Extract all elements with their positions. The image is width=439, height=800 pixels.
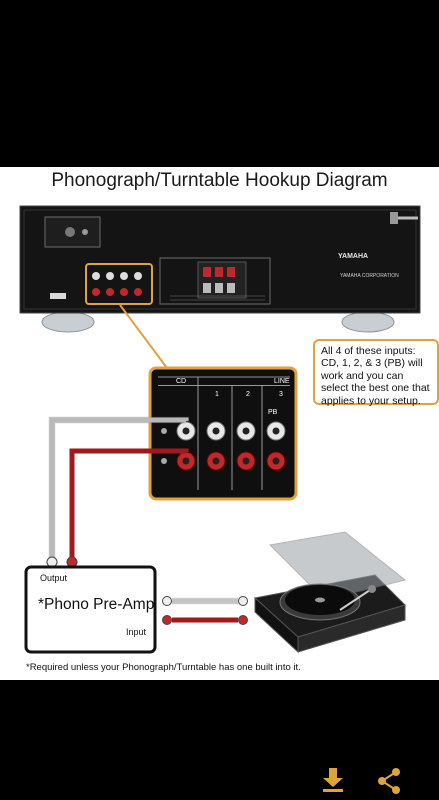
receiver-rca-jacks	[85, 263, 153, 305]
white-cable-to-preamp	[49, 417, 189, 560]
preamp-name-label: *Phono Pre-Amp	[38, 596, 155, 613]
input-label-2: 2	[246, 391, 250, 398]
receiver-foot-left	[41, 311, 95, 333]
input-panel-zoom: CD LINE 1 2 3 PB	[148, 366, 298, 501]
receiver-power-inlet	[50, 293, 66, 299]
share-icon[interactable]	[378, 768, 400, 794]
footnote: *Required unless your Phonograph/Turntab…	[26, 662, 301, 673]
receiver-foot-right	[341, 311, 395, 333]
preamp-output-label: Output	[40, 573, 68, 583]
zoom-connector-line	[119, 304, 171, 373]
receiver-corporation-label: YAMAHA CORPORATION	[340, 273, 399, 279]
download-icon[interactable]	[323, 768, 343, 792]
input-label-cd: CD	[176, 378, 186, 385]
inputs-callout: All 4 of these inputs: CD, 1, 2, & 3 (PB…	[313, 339, 439, 407]
input-label-pb: PB	[268, 409, 278, 416]
input-label-3: 3	[279, 391, 283, 398]
red-cable-to-preamp	[69, 448, 189, 560]
input-label-1: 1	[215, 391, 219, 398]
page-title: Phonograph/Turntable Hookup Diagram	[51, 170, 388, 191]
preamp-box	[24, 565, 157, 654]
receiver-speaker-terminals	[197, 261, 247, 299]
receiver-brand-label: YAMAHA	[338, 253, 368, 260]
preamp-input-label: Input	[126, 627, 147, 637]
turntable-illustration	[253, 531, 407, 654]
input-label-line: LINE	[274, 378, 290, 385]
